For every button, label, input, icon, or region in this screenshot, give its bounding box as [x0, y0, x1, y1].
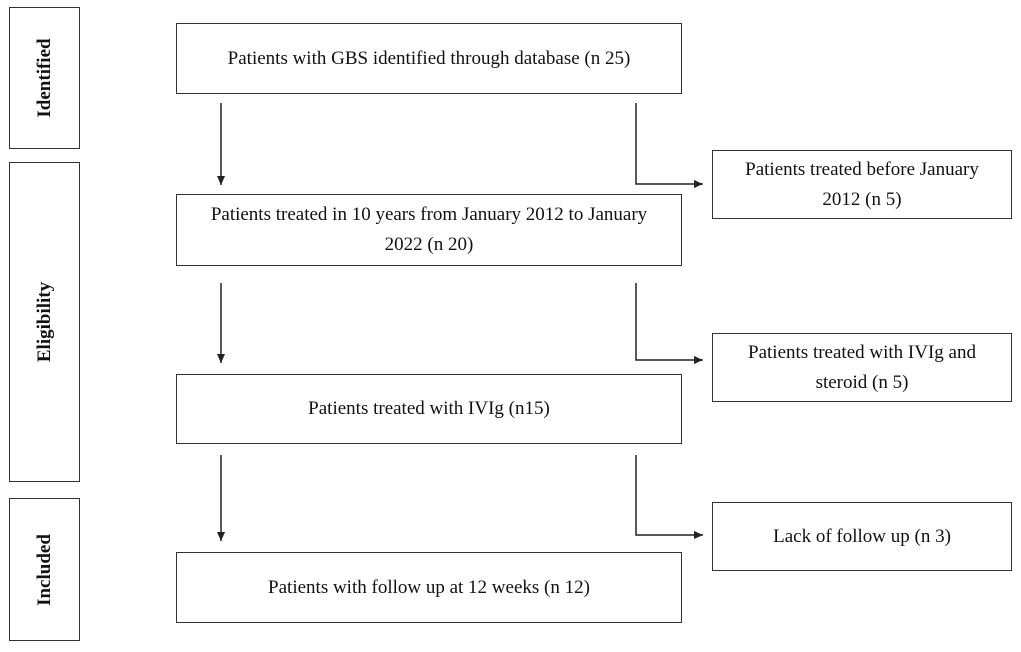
- box-excluded-ivig-and-steroid-text: Patients treated with IVIg and steroid (…: [748, 341, 976, 393]
- arrow-to-before-2012: [635, 103, 703, 188]
- arrow-to-ivig-and-steroid: [635, 283, 703, 364]
- box-treated-ivig: Patients treated with IVIg (n15): [176, 374, 682, 444]
- box-identified: Patients with GBS identified through dat…: [176, 23, 682, 94]
- stage-identified: Identified: [9, 7, 80, 149]
- box-follow-up-12-weeks: Patients with follow up at 12 weeks (n 1…: [176, 552, 682, 623]
- box-treated-ivig-text: Patients treated with IVIg (n15): [308, 398, 550, 419]
- box-treated-10-years-text: Patients treated in 10 years from Januar…: [210, 204, 648, 255]
- box-treated-10-years: Patients treated in 10 years from Januar…: [176, 194, 682, 266]
- box-identified-text: Patients with GBS identified through dat…: [227, 47, 631, 69]
- stage-included: Included: [9, 498, 80, 641]
- box-excluded-before-2012: Patients treated before January 2012 (n …: [712, 150, 1012, 219]
- arrow-to-lack-follow-up: [635, 455, 703, 539]
- stage-eligibility: Eligibility: [9, 162, 80, 482]
- box-excluded-before-2012-text: Patients treated before January 2012 (n …: [745, 158, 979, 210]
- box-excluded-lack-follow-up: Lack of follow up (n 3): [712, 502, 1012, 571]
- box-excluded-ivig-and-steroid: Patients treated with IVIg and steroid (…: [712, 333, 1012, 402]
- box-follow-up-12-weeks-text: Patients with follow up at 12 weeks (n 1…: [268, 576, 590, 598]
- box-excluded-lack-follow-up-text: Lack of follow up (n 3): [773, 525, 951, 547]
